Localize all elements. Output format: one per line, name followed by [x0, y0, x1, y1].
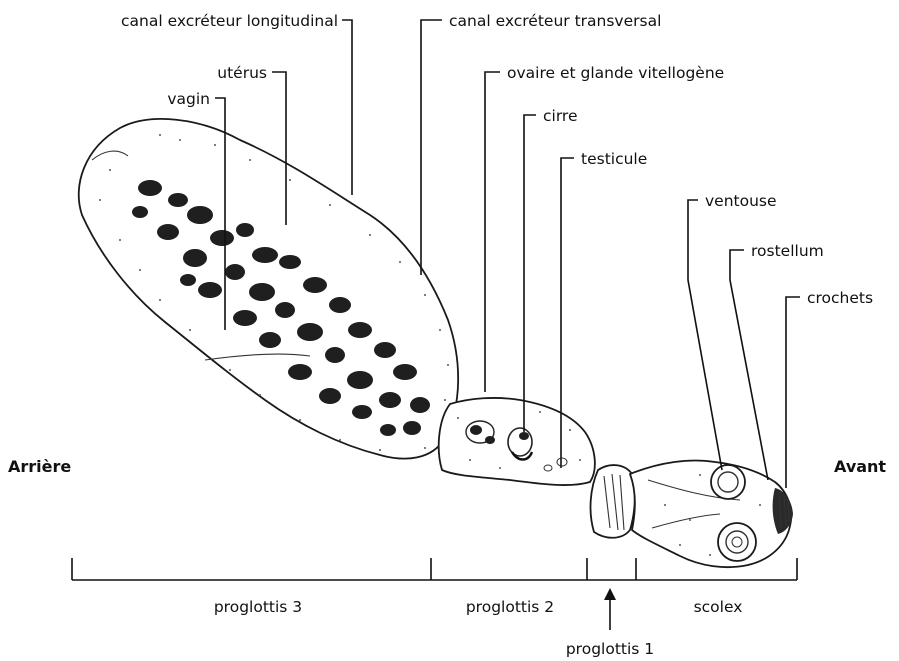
label-cirre: cirre — [543, 107, 578, 125]
label-proglottis-1: proglottis 1 — [566, 640, 654, 658]
label-uterus: utérus — [217, 64, 267, 82]
label-canal-transversal: canal excréteur transversal — [449, 12, 661, 30]
label-rostellum: rostellum — [751, 242, 824, 260]
label-proglottis-2: proglottis 2 — [466, 598, 554, 616]
label-ovaire: ovaire et glande vitellogène — [507, 64, 724, 82]
label-arriere: Arrière — [8, 457, 71, 476]
label-scolex: scolex — [694, 598, 743, 616]
label-proglottis-3: proglottis 3 — [214, 598, 302, 616]
label-crochets: crochets — [807, 289, 873, 307]
label-testicule: testicule — [581, 150, 647, 168]
segment-scale: proglottis 3 proglottis 2 scolex proglot… — [72, 558, 797, 658]
label-vagin: vagin — [167, 90, 210, 108]
ventouse-lower — [718, 523, 756, 561]
tapeworm-body — [79, 119, 793, 567]
proglottis-2-shape — [439, 398, 595, 485]
label-canal-longitudinal: canal excréteur longitudinal — [121, 12, 338, 30]
label-ventouse: ventouse — [705, 192, 777, 210]
label-avant: Avant — [834, 457, 886, 476]
ventouse-upper — [711, 465, 745, 499]
